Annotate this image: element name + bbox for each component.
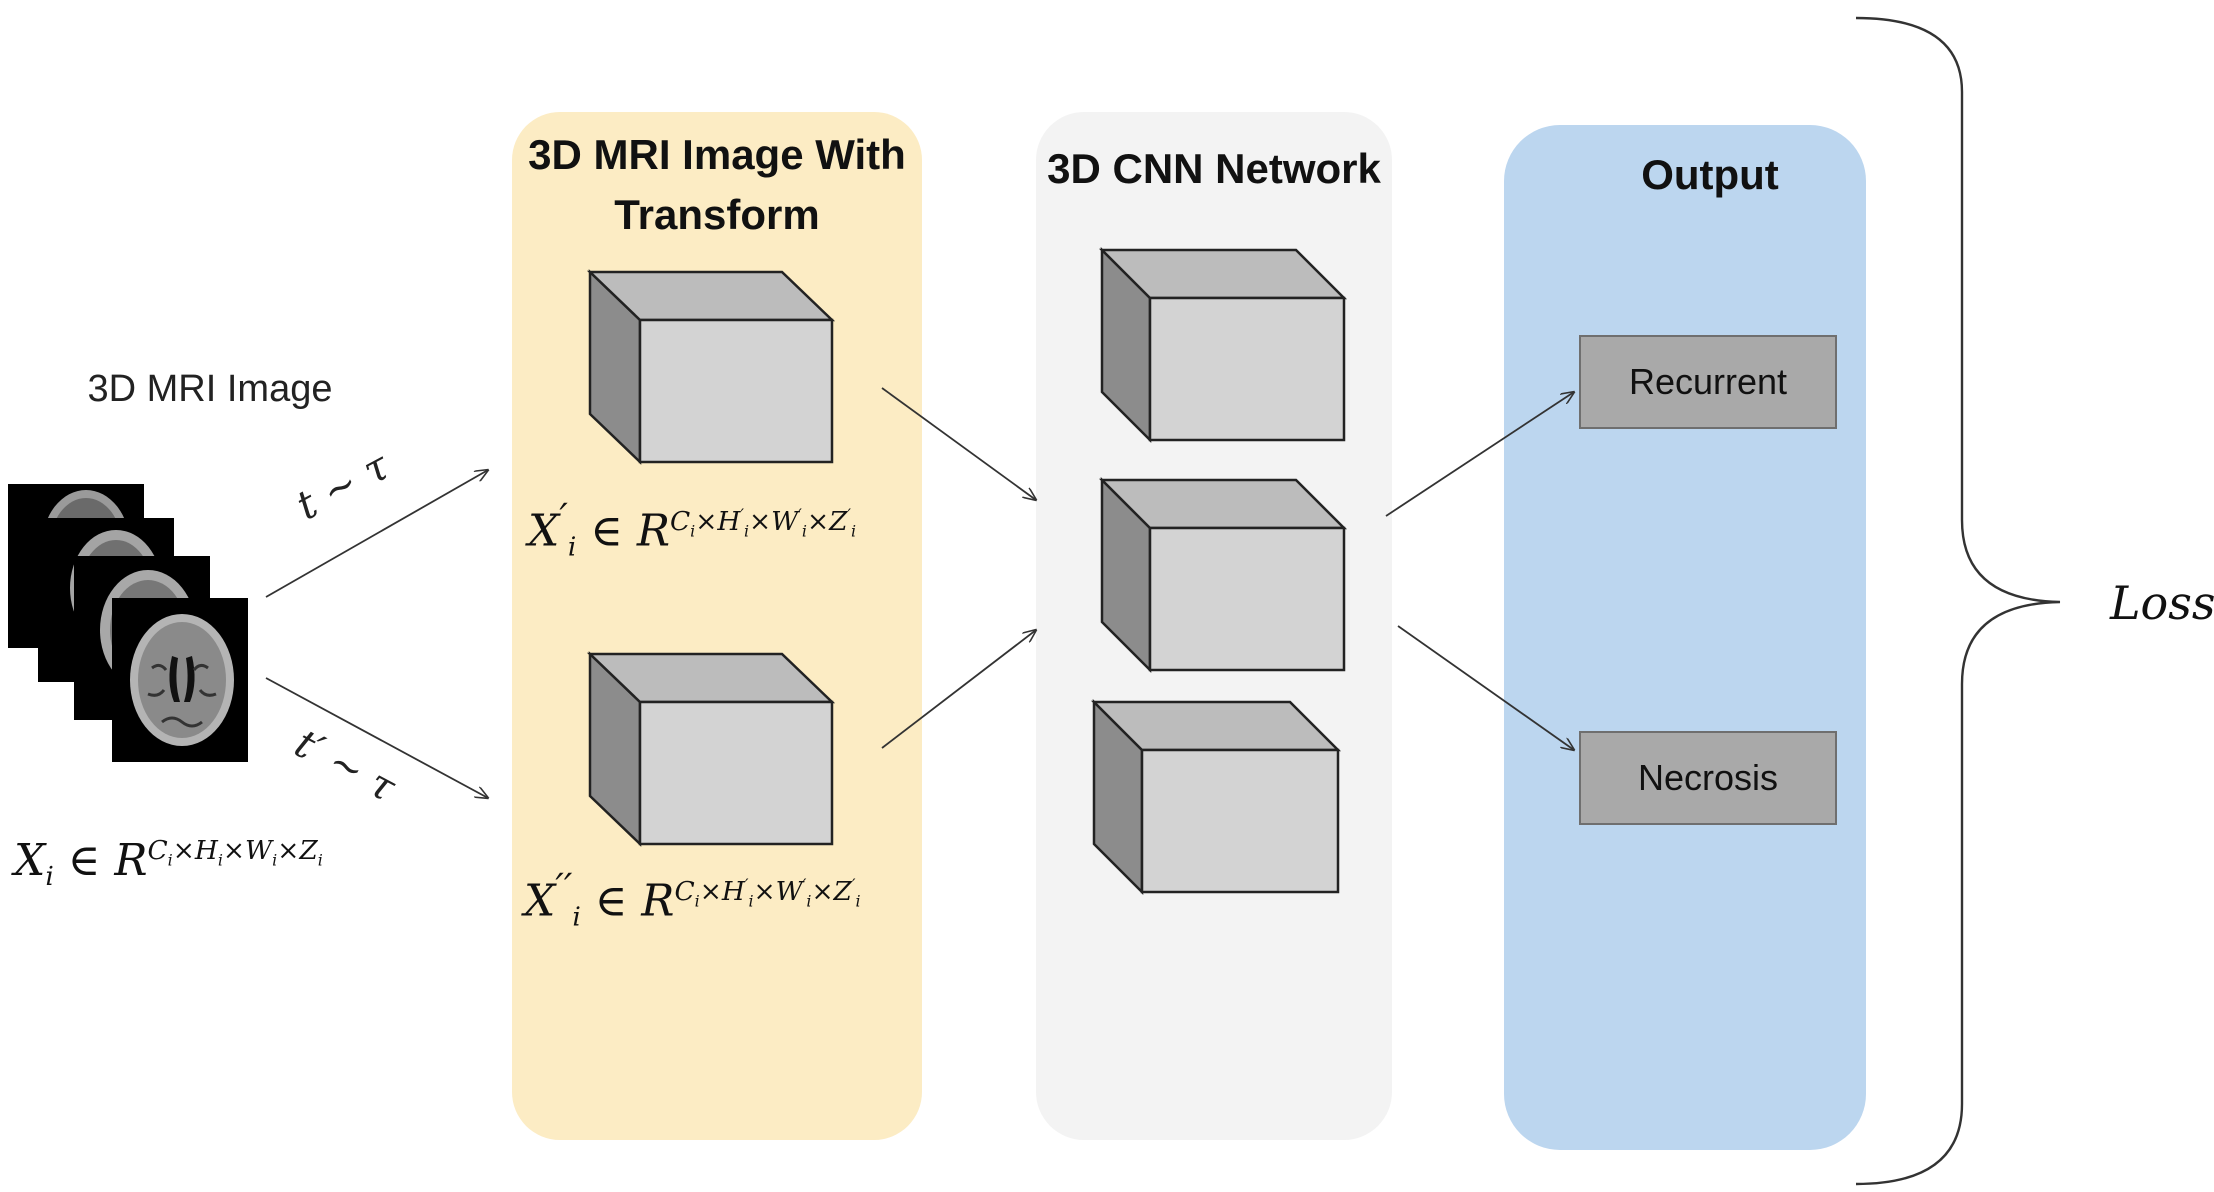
output-class-label: Necrosis [1637,757,1779,798]
arrow-upper-to-cnn [881,387,1036,500]
cube-cnn-1 [1098,246,1348,444]
input-label: 3D MRI Image [87,368,333,410]
output-class-label: Recurrent [1628,361,1788,402]
cube-transform-upper [586,269,836,465]
mri-slice-front [112,598,248,762]
mri-slice-stack [8,484,248,764]
cnn-panel-title: 3D CNN Network [1047,145,1381,192]
lower-transform-formula: X′′i ∈ RCi×H′i×W′i×Z′i [524,865,861,933]
input-tensor-formula: Xi ∈ RCi×Hi×Wi×Zi [14,835,323,892]
output-panel [1504,125,1866,1150]
loss-brace [1855,16,2061,1186]
cube-cnn-2 [1098,476,1348,674]
arrow-lower-to-cnn [881,630,1036,749]
transform-panel-title-line2: Transform [614,191,820,238]
arrow-input-to-lower [265,677,488,798]
output-class-recurrent: Recurrent [1579,335,1837,429]
arrow-cnn-to-recurrent [1385,392,1574,517]
upper-transform-formula: X′i ∈ RCi×H′i×W′i×Z′i [528,495,857,563]
output-class-necrosis: Necrosis [1579,731,1837,825]
loss-label: Loss [2110,576,2214,630]
output-panel-title: Output [1641,151,1779,198]
cube-transform-lower [586,651,836,847]
cube-cnn-3 [1090,698,1342,896]
arrow-input-to-upper [265,470,488,598]
arrow-cnn-to-necrosis [1397,625,1574,750]
transform-panel-title-line1: 3D MRI Image With [528,131,906,178]
